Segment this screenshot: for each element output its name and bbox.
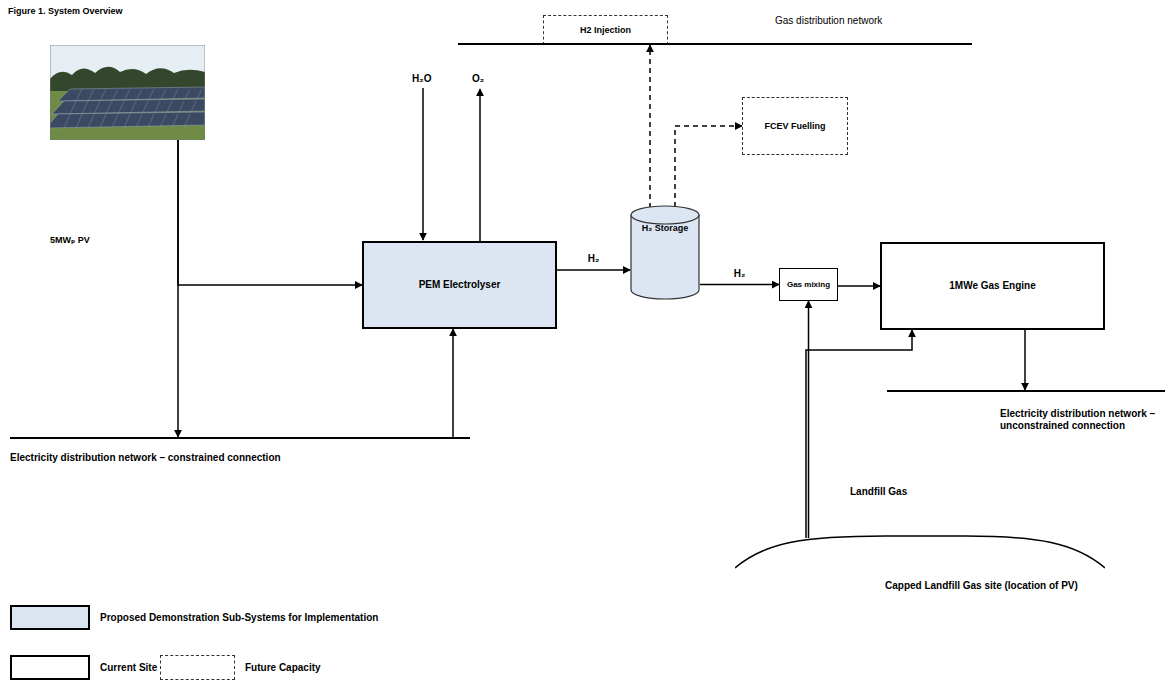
panel-seam (136, 114, 142, 128)
node-label: H2 Injection (580, 25, 631, 36)
flow-arrow (1024, 330, 1026, 390)
cylinder-top (631, 206, 699, 224)
flow-arrow (178, 140, 362, 285)
panel-seam (130, 101, 136, 114)
panel-seam (76, 89, 82, 101)
solar-farm-photo (50, 45, 205, 140)
oxygen-outlet-arrow (479, 89, 481, 241)
panel-seam (160, 89, 166, 101)
storage-tank: H₂ Storage (630, 205, 700, 300)
panel-seam (76, 114, 82, 128)
process-box: PEM Electrolyser (362, 241, 557, 329)
flow-arrow (700, 284, 779, 286)
panel-seam (154, 101, 160, 114)
panel-seam (184, 114, 190, 128)
node-text-group: H2 Injection (576, 23, 635, 38)
water-inlet-arrow (422, 88, 424, 240)
panel-seam (118, 101, 124, 114)
panel-row (58, 87, 205, 101)
panel-seam (124, 89, 130, 101)
landfill-mound (735, 530, 1105, 570)
future-box: H2 Injection (543, 15, 668, 45)
landfill-site: Capped Landfill Gas site (location of PV… (735, 530, 1105, 596)
mound-outline (735, 536, 1105, 568)
panel-row (52, 99, 205, 114)
panel-seam (88, 89, 94, 101)
edge-label: H₂ (587, 253, 601, 264)
panel-seam (166, 101, 172, 114)
mixing-box: Gas mixing (779, 268, 838, 301)
edge-label: H₂ (733, 268, 747, 279)
panel-seam (82, 101, 88, 114)
node-text-group: H₂ Storage (640, 205, 691, 234)
node-label: H₂ Storage (642, 223, 689, 234)
node-text-group: FCEV Fuelling (760, 119, 829, 134)
node-label: Gas distribution network (775, 15, 882, 27)
panel-seam (70, 101, 76, 114)
cylinder-body (631, 215, 699, 299)
legend-text: Future Capacity (245, 662, 321, 673)
flow-arrow (452, 329, 454, 437)
future-box: FCEV Fuelling (742, 97, 848, 155)
gas-network-line: Gas distribution network (458, 14, 972, 45)
future-flow-arrow (675, 126, 742, 207)
panel-seam (88, 114, 94, 128)
panel-seam (112, 114, 118, 128)
panel-seam (148, 114, 154, 128)
panel-seam (148, 89, 154, 101)
pv-array: 5MWₚ PV (50, 45, 205, 140)
future-flow-arrow (649, 45, 651, 208)
node-label: Electricity distribution network – uncon… (1000, 408, 1160, 432)
grid-line: Electricity distribution network – const… (10, 437, 470, 467)
flow-label: H₂O (412, 73, 431, 84)
figure-title: Figure 1. System Overview (8, 6, 123, 16)
flow-arrow (557, 269, 630, 271)
panel-seam (106, 101, 112, 114)
legend-swatch (160, 655, 235, 680)
panel-seam (136, 89, 142, 101)
photo-frame (50, 45, 205, 140)
node-label: FCEV Fuelling (764, 121, 825, 132)
panel-seam (124, 114, 130, 128)
node-label: 5MWₚ PV (50, 235, 90, 246)
legend-swatch (10, 605, 90, 630)
panel-seam (100, 89, 106, 101)
storage-cylinder (630, 205, 700, 300)
flow-arrow (177, 140, 179, 437)
flow-label: Landfill Gas (850, 486, 907, 497)
panel-seam (160, 114, 166, 128)
panel-row (50, 112, 205, 128)
panel-seam (100, 114, 106, 128)
node-text-group: PEM Electrolyser (415, 277, 505, 293)
panel-seam (64, 114, 70, 128)
panel-seam (112, 89, 118, 101)
node-label: 1MWe Gas Engine (949, 280, 1036, 292)
node-text-group: 1MWe Gas Engine (945, 278, 1040, 294)
legend-swatch (10, 655, 90, 680)
node-label: Capped Landfill Gas site (location of PV… (885, 580, 1078, 592)
flow-arrow (808, 301, 810, 538)
node-label: PEM Electrolyser (419, 279, 501, 291)
flow-arrow (838, 285, 880, 287)
panel-seam (142, 101, 148, 114)
flow-label: O₂ (472, 73, 484, 84)
flow-arrow (806, 330, 912, 538)
grid-line: Electricity distribution network – uncon… (887, 390, 1165, 452)
panel-seam (172, 114, 178, 128)
legend-text: Proposed Demonstration Sub-Systems for I… (100, 612, 378, 623)
process-box: 1MWe Gas Engine (880, 242, 1105, 330)
panel-seam (94, 101, 100, 114)
node-label: Gas mixing (787, 280, 830, 290)
node-text-group: Gas mixing (783, 278, 834, 292)
node-label: Electricity distribution network – const… (10, 452, 281, 464)
